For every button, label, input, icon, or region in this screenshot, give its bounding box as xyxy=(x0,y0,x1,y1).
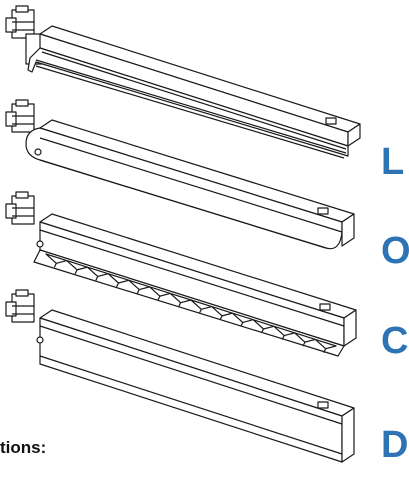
reflector-cell xyxy=(190,299,213,310)
reflector-cell-edge xyxy=(74,269,78,275)
fixture-d-drawing xyxy=(5,289,355,463)
reflector-cell xyxy=(273,325,296,337)
reflector-cell xyxy=(231,312,254,324)
reflector-cell-edge xyxy=(260,328,265,334)
reflector-cell xyxy=(66,259,89,271)
option-letter-d: D xyxy=(381,424,409,466)
reflector-cell-edge xyxy=(240,322,244,327)
track-adapter-icon xyxy=(5,191,35,225)
reflector-cell xyxy=(107,273,130,284)
reflector-cell-edge xyxy=(136,289,140,294)
track-adapter-icon xyxy=(5,99,35,133)
reflector-cell-edge xyxy=(281,335,285,340)
reflector-cell xyxy=(169,292,192,304)
reflector-cell-edge xyxy=(323,348,327,353)
reflector-cell xyxy=(293,332,316,343)
reflector-cell-edge xyxy=(198,309,202,314)
reflector-cell-edge xyxy=(219,315,223,321)
fixture-c-drawing xyxy=(5,191,357,357)
fixture-o-drawing xyxy=(5,99,355,250)
option-letter-o: O xyxy=(381,230,409,272)
options-caption: tions: xyxy=(0,438,47,457)
reflector-cell-edge xyxy=(115,282,120,288)
reflector-cell xyxy=(45,253,68,264)
reflector-cell-edge xyxy=(95,276,99,281)
reflector-cell xyxy=(86,266,109,278)
reflector-cell xyxy=(148,286,171,297)
reflector-cell-edge xyxy=(178,302,182,307)
reflector-cell-edge xyxy=(157,295,161,301)
option-letter-c: C xyxy=(381,320,409,362)
reflector-cell xyxy=(211,305,234,317)
fixture-l-drawing xyxy=(5,5,361,159)
track-adapter-icon xyxy=(5,289,35,323)
reflector-cell xyxy=(252,319,275,330)
reflector-cell-edge xyxy=(53,263,57,268)
reflector-cell xyxy=(314,338,337,350)
option-letter-l: L xyxy=(381,141,405,183)
reflector-cells xyxy=(45,253,337,353)
reflector-cell-edge xyxy=(302,341,306,347)
reflector-cell xyxy=(128,279,151,291)
